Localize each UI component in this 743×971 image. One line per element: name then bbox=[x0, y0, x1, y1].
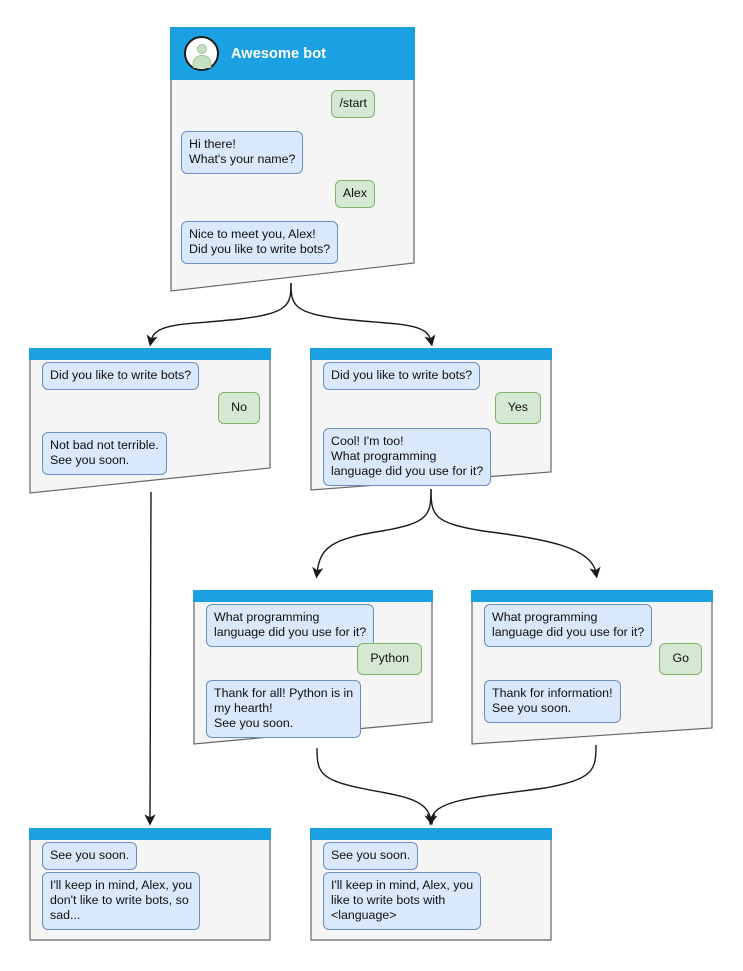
node-end-happy[interactable]: See you soon. I'll keep in mind, Alex, y… bbox=[310, 828, 552, 941]
edge-no-to-end-sad bbox=[144, 491, 156, 826]
node-end-happy-header bbox=[310, 828, 552, 840]
message-bubble: See you soon. bbox=[42, 842, 138, 870]
edge-go-to-end-happy bbox=[426, 744, 597, 826]
message-bubble: What programming language did you use fo… bbox=[484, 604, 653, 647]
message-bubble: Python bbox=[357, 643, 422, 675]
message-bubble: I'll keep in mind, Alex, you like to wri… bbox=[323, 872, 482, 930]
node-lang-go[interactable]: What programming language did you use fo… bbox=[471, 590, 713, 745]
message-bubble: Not bad not terrible. See you soon. bbox=[42, 432, 167, 475]
message-bubble: Did you like to write bots? bbox=[42, 362, 200, 390]
message-bubble: /start bbox=[331, 90, 375, 118]
node-answer-no-header bbox=[29, 348, 271, 360]
node-lang-python[interactable]: What programming language did you use fo… bbox=[193, 590, 433, 745]
message-bubble: Thank for all! Python is in my hearth! S… bbox=[206, 680, 362, 738]
message-bubble: I'll keep in mind, Alex, you don't like … bbox=[42, 872, 201, 930]
node-answer-yes-header bbox=[310, 348, 552, 360]
message-bubble: See you soon. bbox=[323, 842, 419, 870]
edge-python-to-end-happy bbox=[316, 747, 436, 826]
person-avatar-icon bbox=[184, 36, 219, 71]
message-bubble: Nice to meet you, Alex! Did you like to … bbox=[181, 221, 339, 264]
message-bubble: What programming language did you use fo… bbox=[206, 604, 375, 647]
node-start[interactable]: Awesome bot /start Hi there! What's your… bbox=[170, 27, 415, 292]
edge-yes-to-go bbox=[430, 488, 601, 579]
message-bubble: Alex bbox=[334, 180, 375, 208]
node-lang-python-header bbox=[193, 590, 433, 602]
message-bubble: No bbox=[218, 392, 260, 424]
message-bubble: Go bbox=[659, 643, 702, 675]
message-bubble: Yes bbox=[494, 392, 541, 424]
node-answer-yes[interactable]: Did you like to write bots? Yes Cool! I'… bbox=[310, 348, 552, 491]
node-lang-go-header bbox=[471, 590, 713, 602]
node-end-sad-header bbox=[29, 828, 271, 840]
message-bubble: Thank for information! See you soon. bbox=[484, 680, 621, 723]
message-bubble: Cool! I'm too! What programming language… bbox=[323, 428, 492, 486]
edge-yes-to-python bbox=[312, 488, 432, 579]
node-end-sad[interactable]: See you soon. I'll keep in mind, Alex, y… bbox=[29, 828, 271, 941]
node-start-title: Awesome bot bbox=[231, 45, 327, 62]
message-bubble: Hi there! What's your name? bbox=[181, 131, 304, 174]
message-bubble: Did you like to write bots? bbox=[323, 362, 481, 390]
node-start-header: Awesome bot bbox=[170, 27, 415, 80]
node-answer-no[interactable]: Did you like to write bots? No Not bad n… bbox=[29, 348, 271, 494]
